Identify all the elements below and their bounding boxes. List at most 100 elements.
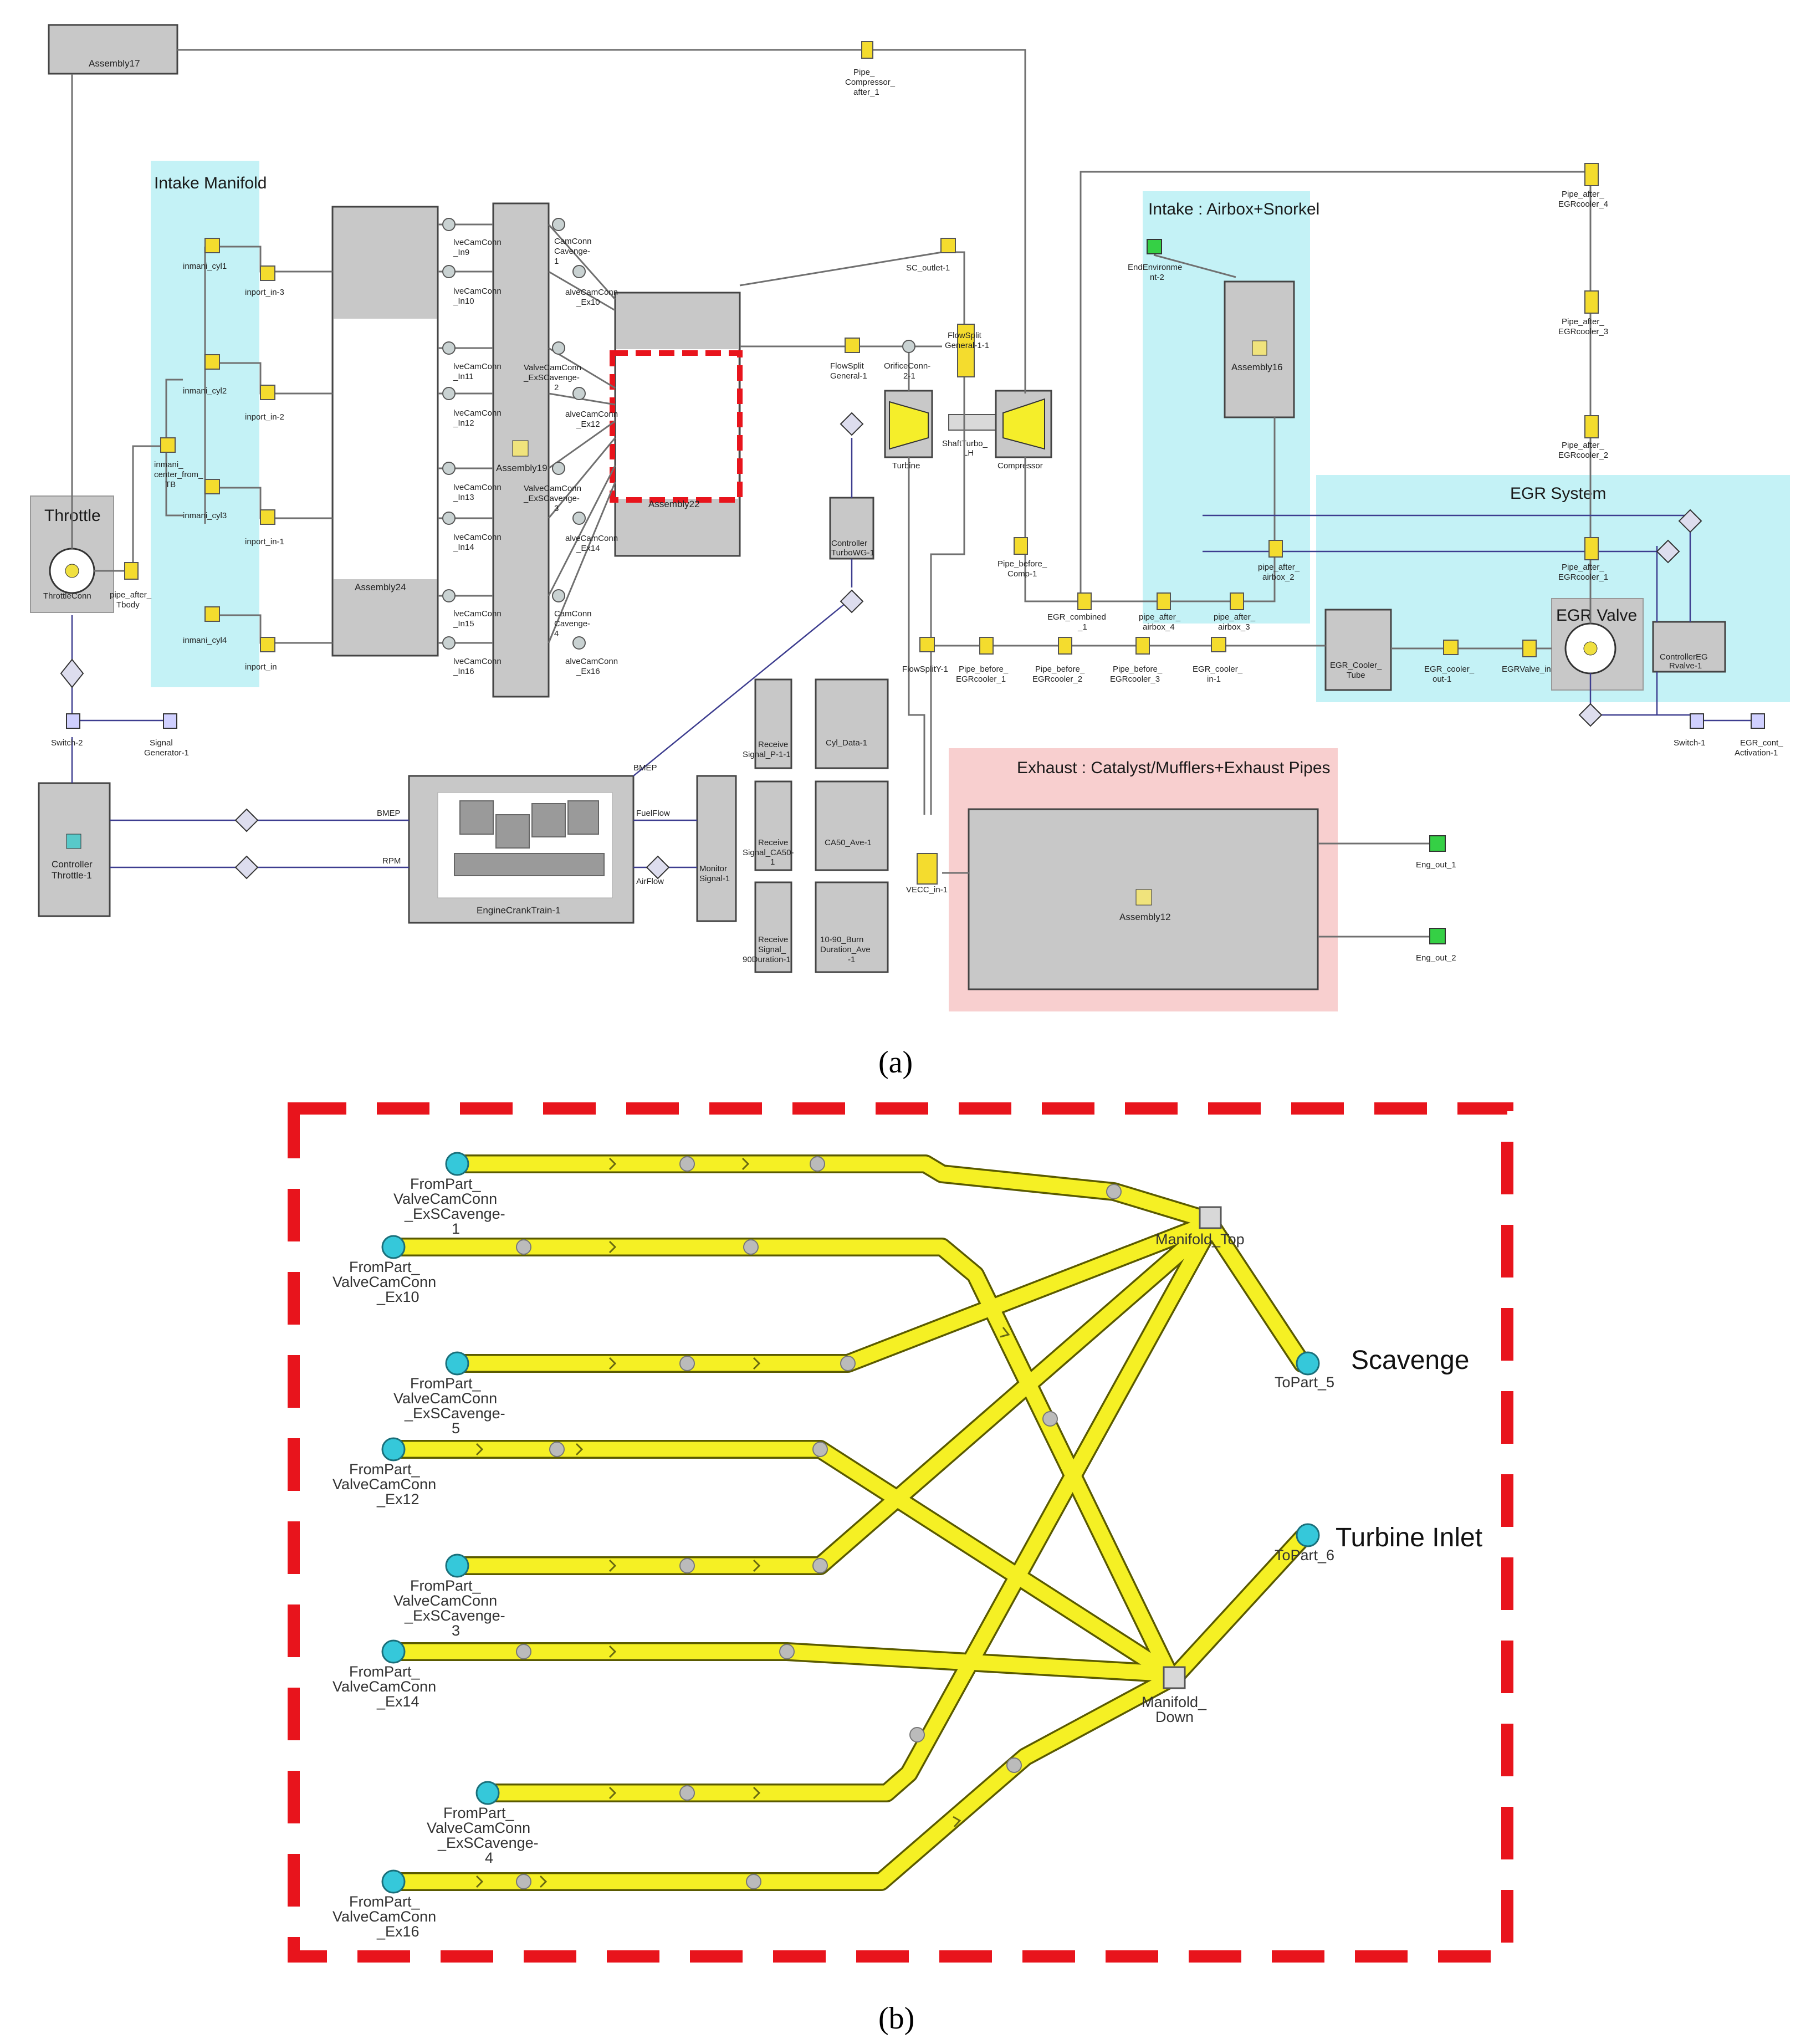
receive-signal-dur-block[interactable] [754,881,792,973]
svg-text:center_from_: center_from_ [154,470,203,479]
svg-text:_Ex16: _Ex16 [376,1923,420,1940]
assembly19-icon [512,440,529,457]
manifold-top-block[interactable] [1199,1206,1222,1229]
engine-crank-icon [454,800,605,876]
valve-cam-markers [442,218,915,650]
monitor-signal-block[interactable] [696,775,737,922]
svg-text:airbox_4: airbox_4 [1143,622,1175,632]
egr-cooler-tube-block[interactable] [1324,609,1392,691]
svg-text:_In14: _In14 [453,543,474,552]
panel-a-small-icons [60,41,1765,944]
manifold-top-label: Manifold_Top [1155,1231,1245,1248]
svg-text:CamConn: CamConn [554,237,592,246]
svg-text:Pipe_before_: Pipe_before_ [959,665,1009,674]
svg-text:lveCamConn: lveCamConn [453,408,502,418]
assembly22-label: Assembly22 [648,499,700,509]
svg-text:1: 1 [452,1220,460,1237]
svg-text:ValveCamConn: ValveCamConn [332,1476,436,1493]
svg-text:ValveCamConn: ValveCamConn [524,484,581,493]
receive-signal-ca50-block[interactable] [754,780,792,871]
source-port-8[interactable] [381,1869,406,1894]
assembly16-icon [1252,340,1267,356]
topart5-port[interactable] [1296,1351,1320,1376]
burn-duration-label-3: -1 [848,955,855,964]
svg-text:FromPart_: FromPart_ [349,1259,421,1275]
svg-text:lveCamConn: lveCamConn [453,238,502,247]
svg-text:General-1: General-1 [830,371,867,381]
zone-egr-system-title: EGR System [1510,484,1606,503]
svg-text:General-1-1: General-1-1 [945,341,989,350]
assembly17-label: Assembly17 [89,58,140,69]
topart6-port[interactable] [1296,1523,1320,1547]
panel-b-dashed-border [288,1102,1513,1963]
svg-text:alveCamConn: alveCamConn [565,657,618,666]
source-port-4[interactable] [381,1437,406,1462]
source-port-2[interactable] [381,1235,406,1259]
topart5-label: ToPart_5 [1275,1374,1334,1391]
svg-text:Comp-1: Comp-1 [1007,569,1037,579]
assembly17-block[interactable] [48,24,178,75]
source-port-1[interactable] [445,1152,469,1176]
source-port-7[interactable] [475,1781,500,1805]
receive-signal-p-block[interactable] [754,678,792,769]
assembly22-highlight [610,350,743,503]
ca50-ave-block[interactable] [815,780,889,871]
svg-text:EGRcooler_1: EGRcooler_1 [956,674,1006,684]
receive-signal-dur-label-2: Signal_ [758,945,786,954]
controller-egr-block[interactable] [1652,621,1726,673]
svg-text:EGRValve_in: EGRValve_in [1502,665,1551,674]
receive-signal-ca50-label-1: Receive [758,838,788,847]
svg-text:_In11: _In11 [453,372,473,381]
svg-text:Pipe_before_: Pipe_before_ [1035,665,1085,674]
svg-text:lveCamConn: lveCamConn [453,483,502,492]
svg-text:inport_in-3: inport_in-3 [245,288,284,297]
svg-text:ValveCamConn: ValveCamConn [332,1678,436,1695]
zone-intake-airbox-title: Intake : Airbox+Snorkel [1148,200,1319,218]
assembly19-label: Assembly19 [496,463,548,473]
burn-duration-block[interactable] [815,881,889,973]
manifold-pipes-fill [386,1156,1310,1889]
zone-intake-manifold-title: Intake Manifold [154,174,267,192]
svg-text:lveCamConn: lveCamConn [453,657,502,666]
turbine-inlet-label: Turbine Inlet [1336,1523,1482,1552]
svg-text:inmani_cyl4: inmani_cyl4 [183,636,227,645]
svg-text:Eng_out_2: Eng_out_2 [1416,953,1456,963]
receive-signal-dur-label-1: Receive [758,935,788,944]
svg-text:_ExSCavenge-: _ExSCavenge- [437,1835,539,1851]
svg-text:4: 4 [485,1849,493,1866]
receive-signal-p-label-1: Receive [758,740,788,749]
svg-text:Pipe_after_: Pipe_after_ [1562,441,1604,450]
svg-text:pipe_after_: pipe_after_ [1258,563,1300,572]
svg-text:_In13: _In13 [453,493,474,502]
svg-text:lveCamConn: lveCamConn [453,287,502,296]
svg-text:BMEP: BMEP [633,763,657,773]
controller-throttle-block[interactable] [38,782,111,917]
assembly12-icon [1135,889,1152,906]
controller-throttle-label-2: Throttle-1 [52,870,92,881]
source-port-6[interactable] [381,1639,406,1664]
controller-egr-label-2: Rvalve-1 [1669,661,1702,671]
svg-text:EndEnvironme: EndEnvironme [1128,263,1182,272]
svg-text:lveCamConn: lveCamConn [453,362,502,371]
svg-text:Pipe_before_: Pipe_before_ [997,559,1047,569]
svg-text:SC_outlet-1: SC_outlet-1 [906,263,950,273]
cyl-data-block[interactable] [815,678,889,769]
svg-text:FlowSplit: FlowSplit [948,331,982,340]
burn-duration-label-1: 10-90_Burn [820,935,863,944]
egr-cooler-tube-label-2: Tube [1347,671,1365,680]
compressor-label: Compressor [997,461,1043,471]
source-port-5[interactable] [445,1554,469,1578]
svg-text:inmani_: inmani_ [154,460,183,469]
manifold-down-label-1: Manifold_ [1142,1694,1207,1710]
manifold-down-block[interactable] [1163,1666,1186,1689]
source-port-3[interactable] [445,1351,469,1376]
ca50-ave-label: CA50_Ave-1 [825,838,872,847]
panel-a-labels: Pipe_ Compressor_ after_1 inmani_cyl1 in… [51,68,1783,963]
svg-text:after_1: after_1 [853,88,879,97]
svg-text:_ExSCavenge-: _ExSCavenge- [523,373,580,382]
svg-text:Activation-1: Activation-1 [1735,748,1778,758]
svg-text:ValveCamConn: ValveCamConn [524,363,581,372]
svg-text:ValveCamConn: ValveCamConn [332,1274,436,1290]
svg-text:inport_in: inport_in [245,662,277,672]
